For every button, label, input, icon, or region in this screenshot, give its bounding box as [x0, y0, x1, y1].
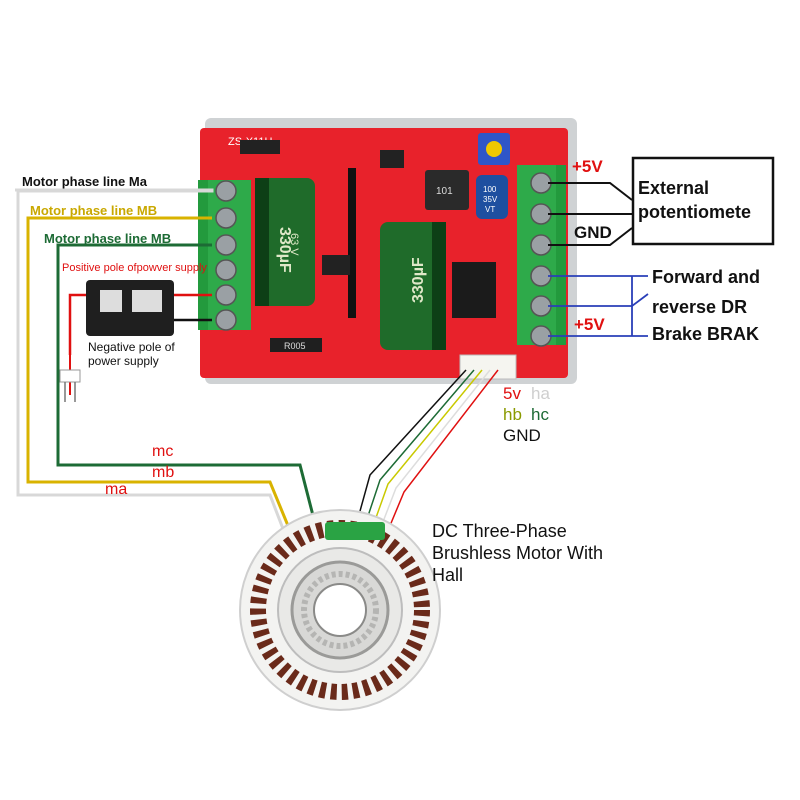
hall-sensor-board — [325, 522, 385, 540]
label-external-potentiometer: External potentiomete — [638, 178, 752, 222]
label-forward-reverse: Forward and reverse DR — [652, 267, 761, 317]
label-phase-mb: mb — [152, 464, 175, 481]
label-plus5v-bottom: +5V — [574, 315, 605, 334]
wire-mc-green — [56, 243, 320, 536]
smd-chip — [380, 150, 404, 168]
inductor-marking: 101 — [436, 186, 453, 197]
label-hall-gnd: GND — [503, 426, 541, 445]
external-potentiometer-box — [631, 156, 775, 246]
shunt-resistor-marking: R005 — [284, 341, 306, 351]
left-terminal-block — [198, 180, 251, 331]
screw-terminal — [215, 259, 237, 281]
label-brake: Brake BRAK — [652, 324, 760, 344]
capacitor-2: 330µF — [380, 222, 446, 350]
label-positive-pole: Positive pole ofpowver supply — [62, 262, 207, 274]
screw-terminal — [215, 207, 237, 229]
power-adapter — [59, 280, 174, 402]
trim-potentiometer — [478, 133, 510, 165]
label-phase-ma: ma — [105, 481, 128, 498]
label-plus5v-top: +5V — [572, 157, 603, 176]
wire-ma-white — [15, 188, 297, 561]
label-motor-phase-mb-green: Motor phase line MB — [44, 231, 172, 246]
label-negative-pole: Negative pole of power supply — [88, 340, 175, 368]
smd-chip — [240, 140, 280, 154]
label-motor-phase-mb-yellow: Motor phase line MB — [30, 203, 158, 218]
inductor: 101 — [425, 170, 469, 210]
cap-small-text-1: 100 — [483, 185, 497, 194]
brushless-motor — [239, 509, 441, 711]
cap-small-text-3: VT — [485, 205, 495, 214]
label-gnd: GND — [574, 223, 612, 242]
motor-caption: DC Three-Phase Brushless Motor With Hall — [432, 521, 604, 585]
capacitor-1: 330µF 63 V — [255, 178, 315, 306]
screw-terminal — [215, 180, 237, 202]
cap-small-text-2: 35V — [483, 195, 498, 204]
capacitor-1-value: 330µF — [276, 227, 293, 273]
potentiometer-wires — [548, 182, 633, 246]
hall-wires — [351, 369, 499, 541]
label-motor-phase-ma: Motor phase line Ma — [22, 174, 147, 189]
control-signal-wires — [548, 275, 649, 337]
screw-terminal — [215, 309, 237, 331]
capacitor-1-voltage: 63 V — [288, 233, 300, 256]
smd-chip — [322, 255, 350, 275]
phase-wires — [15, 188, 320, 561]
label-hall-hc: hc — [531, 405, 549, 424]
driver-ic — [452, 262, 496, 318]
label-hall-ha: ha — [531, 384, 550, 403]
right-terminal-block — [517, 165, 566, 347]
capacitor-small: 100 35V VT — [476, 175, 508, 219]
label-hall-hb: hb — [503, 405, 522, 424]
left-screw-terminals — [215, 180, 237, 331]
label-hall-5v: 5v — [503, 384, 521, 403]
wire-mb-yellow — [26, 216, 300, 551]
screw-terminal — [215, 234, 237, 256]
capacitor-2-value: 330µF — [410, 257, 427, 303]
right-screw-terminals — [530, 172, 552, 347]
shunt-resistor — [270, 338, 322, 352]
screw-terminal — [215, 284, 237, 306]
board-slot — [348, 168, 356, 318]
label-phase-mc: mc — [152, 443, 174, 460]
